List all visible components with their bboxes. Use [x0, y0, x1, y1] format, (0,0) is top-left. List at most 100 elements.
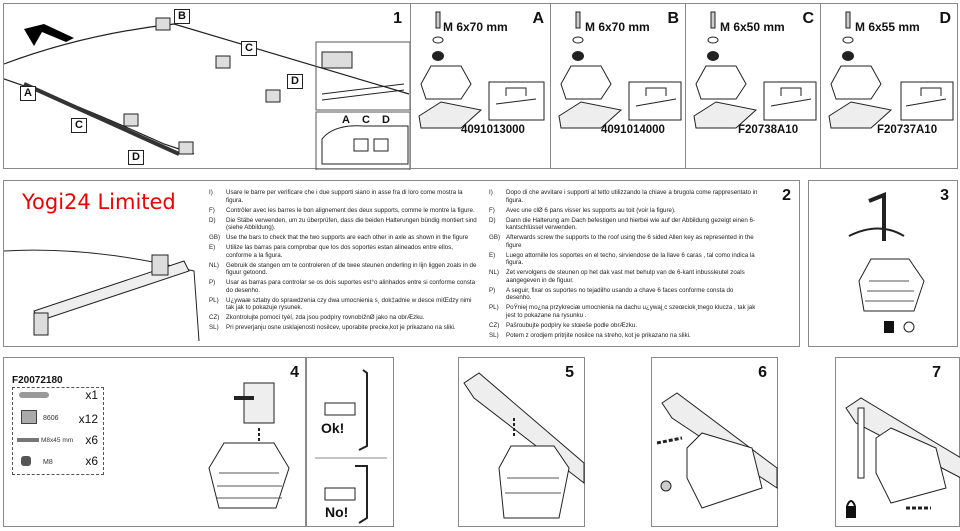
- bar-mount-illustration: [463, 372, 585, 519]
- support-panel-a: M 6x70 mm A 4091013000: [410, 3, 551, 169]
- part-code: F20738A10: [738, 124, 799, 136]
- part-qty: x6: [85, 454, 98, 468]
- step-number: 2: [782, 187, 791, 204]
- step-number: 6: [758, 364, 767, 381]
- instruction-text: Contrôler avec les barres le bon alignem…: [226, 206, 475, 214]
- support-panel-b: M 6x70 mm B 4091014000: [550, 3, 686, 169]
- lang-code: CZ): [489, 322, 500, 330]
- bolt-orientation-illustration: [315, 369, 387, 524]
- label-d: D: [128, 150, 144, 165]
- instruction-text: Afterwards screw the supports to the roo…: [506, 234, 754, 249]
- part-code: 4091014000: [601, 124, 665, 136]
- lang-code: GB): [489, 234, 501, 242]
- instruction-text: A seguir, fixar os suportes no tejadilho…: [506, 286, 734, 302]
- lang-code: E): [209, 244, 216, 252]
- lang-code: E): [489, 251, 496, 259]
- support-foot-illustration: [558, 11, 682, 129]
- lang-code: PL): [489, 304, 499, 312]
- step-number: 7: [932, 364, 941, 381]
- screw-size: M 6x70 mm: [443, 20, 508, 34]
- support-letter: C: [802, 10, 814, 27]
- instruction-text: Potem z orodjem pritrjite nosilce na str…: [506, 332, 691, 340]
- step-number: 5: [565, 364, 574, 381]
- instruction-text: U¿ywaæ sztaby do sprawdzenia czy dwa umo…: [226, 296, 472, 312]
- inset-label-a: A: [342, 114, 350, 126]
- part-code: F20737A10: [877, 124, 938, 136]
- step4-panel: 4 F20072180: [3, 357, 306, 527]
- step3-panel: 3: [808, 180, 958, 347]
- support-foot-illustration: [828, 11, 954, 129]
- clip-mount-illustration: [208, 382, 290, 509]
- support-letter: A: [532, 10, 544, 27]
- support-panel-d: M 6x55 mm D F20737A10: [820, 3, 958, 169]
- part-qty: x6: [85, 433, 98, 447]
- instruction-text: Gebruik de stangen om te controleren of …: [226, 261, 477, 277]
- inset-label-d: D: [382, 114, 390, 126]
- instruction-text: Pašroubujte podpìry ke stœeše podle obrÆ…: [506, 322, 638, 330]
- no-label: No!: [325, 504, 349, 520]
- screw-size: M 6x50 mm: [720, 20, 785, 34]
- lang-code: F): [489, 206, 495, 214]
- step6-panel: 6: [651, 357, 778, 527]
- tighten-lock-illustration: [845, 397, 960, 518]
- instruction-text: Zet vervolgens de steunen op het dak vas…: [506, 269, 745, 284]
- instruction-text: Dopo di che avvitare i supporti al tetto…: [506, 189, 758, 204]
- lang-code: SL): [209, 324, 219, 332]
- part-label: M8x45 mm: [41, 437, 74, 444]
- lang-code: D): [489, 216, 496, 224]
- step2-panel: 2 I) Usare le barre per verificare che i …: [3, 180, 800, 347]
- step-number: 4: [290, 364, 299, 381]
- support-panel-c: M 6x50 mm C F20738A10: [685, 3, 821, 169]
- part-qty: x1: [85, 388, 98, 402]
- car-roof-illustration: [4, 17, 411, 170]
- instructions-screw: I) Dopo di che avvitare i supporti al tet…: [489, 189, 759, 342]
- instruction-text: PoŸniej mo¿na przykreciæ umocnienia na d…: [506, 304, 756, 320]
- lang-code: D): [209, 216, 216, 224]
- lang-code: PL): [209, 296, 219, 304]
- instruction-text: Pri preverjanju osne usklajenosti nosilc…: [226, 324, 456, 332]
- support-foot-illustration: [418, 11, 545, 129]
- label-a: A: [20, 86, 36, 101]
- lang-code: GB): [209, 234, 221, 242]
- instruction-text: Avec une clØ 6 pans visser les supports …: [506, 206, 676, 214]
- part-qty: x12: [78, 412, 98, 426]
- lang-code: NL): [209, 261, 219, 269]
- step1-panel: 1 B C D A C D A C D: [3, 3, 411, 170]
- bar-clamp-illustration: [656, 392, 778, 509]
- instructions-align: I) Usare le barre per verificare che i du…: [209, 189, 479, 334]
- bolt-icon: [17, 438, 39, 442]
- instruction-text: Usar as barras para controlar se os dois…: [226, 279, 476, 294]
- instruction-text: Zkontrolujte pomocí tyèí, zda jsou podpì…: [226, 314, 425, 322]
- nut-icon: [21, 456, 31, 466]
- label-c: C: [71, 118, 87, 133]
- wrench-icon: [19, 392, 49, 398]
- lang-code: I): [209, 189, 213, 196]
- part-code: 4091013000: [461, 124, 525, 136]
- lang-code: F): [209, 206, 215, 214]
- roof-bar-illustration: [4, 249, 200, 342]
- lang-code: SL): [489, 332, 499, 340]
- step-number: 1: [393, 10, 402, 27]
- parts-list: x1 8606 x12 M8x45 mm x6 M8 x6: [12, 387, 104, 475]
- instruction-text: Utilize las barras para comprobar que lo…: [226, 244, 453, 259]
- instruction-text: Luego attornille los soportes en el tech…: [506, 251, 755, 267]
- step7-panel: 7: [835, 357, 960, 527]
- lang-code: I): [489, 189, 493, 196]
- lang-code: P): [489, 286, 496, 294]
- screw-size: M 6x55 mm: [855, 20, 920, 34]
- label-c: C: [241, 41, 257, 56]
- lang-code: P): [209, 279, 216, 287]
- instruction-text: Dann die Halterung am Dach befestigen un…: [506, 216, 756, 232]
- lang-code: NL): [489, 269, 499, 277]
- kit-code: F20072180: [12, 375, 63, 386]
- instruction-text: Die Stäbe verwenden, um zu überprüfen, d…: [226, 216, 477, 232]
- part-label: M8: [43, 459, 53, 466]
- ok-no-panel: Ok! No!: [306, 357, 394, 527]
- instruction-text: Use the bars to check that the two suppo…: [226, 234, 469, 242]
- allen-key-illustration: [848, 192, 925, 333]
- step5-panel: 5: [458, 357, 585, 527]
- clip-icon: [21, 410, 37, 424]
- instruction-text: Usare le barre per verificare che i due …: [226, 189, 463, 204]
- label-b: B: [174, 9, 190, 24]
- lang-code: CZ): [209, 314, 220, 322]
